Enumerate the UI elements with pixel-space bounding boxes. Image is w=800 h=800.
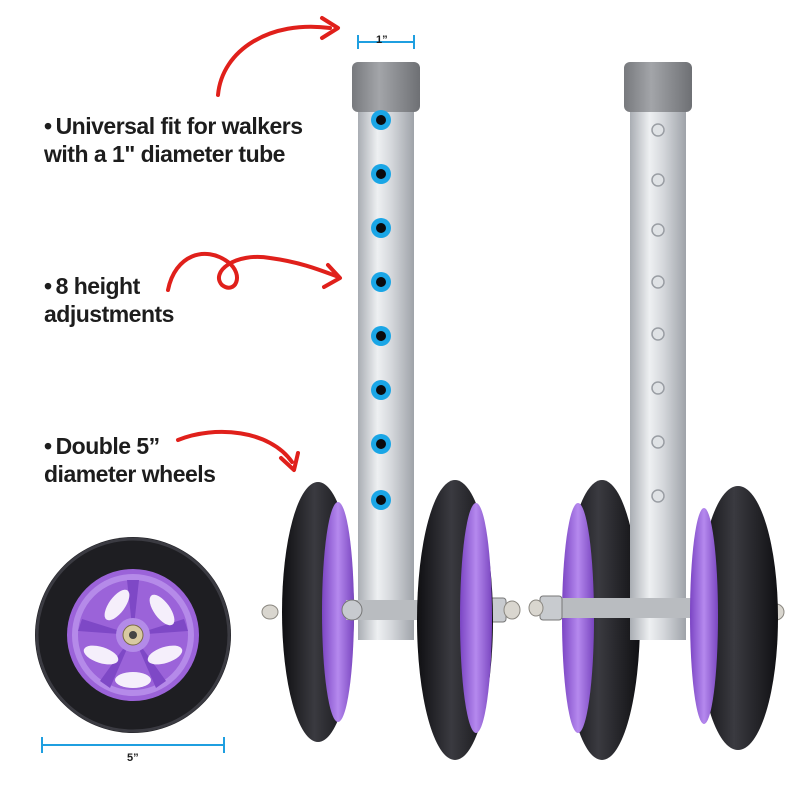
feature-line: adjustments xyxy=(44,301,174,327)
wheel-front-view xyxy=(35,537,231,733)
left-assembly-inner-wheel xyxy=(417,480,493,760)
left-tube-holes xyxy=(371,110,391,510)
feature-line: with a 1" diameter tube xyxy=(44,141,285,167)
arrow-height-adjustments xyxy=(166,251,342,292)
feature-height-adjustments: •8 height adjustments xyxy=(44,272,174,328)
right-tube xyxy=(624,62,692,640)
dimension-line-wheel xyxy=(41,737,225,753)
right-tube-holes xyxy=(651,123,665,503)
bullet: • xyxy=(44,273,52,299)
feature-line: 8 height xyxy=(55,273,141,299)
right-assembly-inner-wheel xyxy=(690,486,778,750)
tube-width-label: 1” xyxy=(376,34,388,46)
left-assembly-outer-wheel xyxy=(261,482,354,742)
left-tube xyxy=(352,62,420,640)
bullet: • xyxy=(44,433,52,459)
feature-line: Universal fit for walkers xyxy=(55,113,304,139)
arrow-tube-width xyxy=(216,16,340,97)
bullet: • xyxy=(44,113,52,139)
right-assembly-outer-wheel xyxy=(562,480,640,760)
feature-line: Double 5” xyxy=(55,433,161,459)
feature-double-wheels: •Double 5” diameter wheels xyxy=(44,432,216,488)
arrow-wheels xyxy=(176,429,300,472)
feature-line: diameter wheels xyxy=(44,461,216,487)
wheel-diameter-label: 5” xyxy=(127,752,139,764)
dimension-line-tube xyxy=(357,35,415,49)
feature-universal-fit: •Universal fit for walkers with a 1" dia… xyxy=(44,112,303,168)
